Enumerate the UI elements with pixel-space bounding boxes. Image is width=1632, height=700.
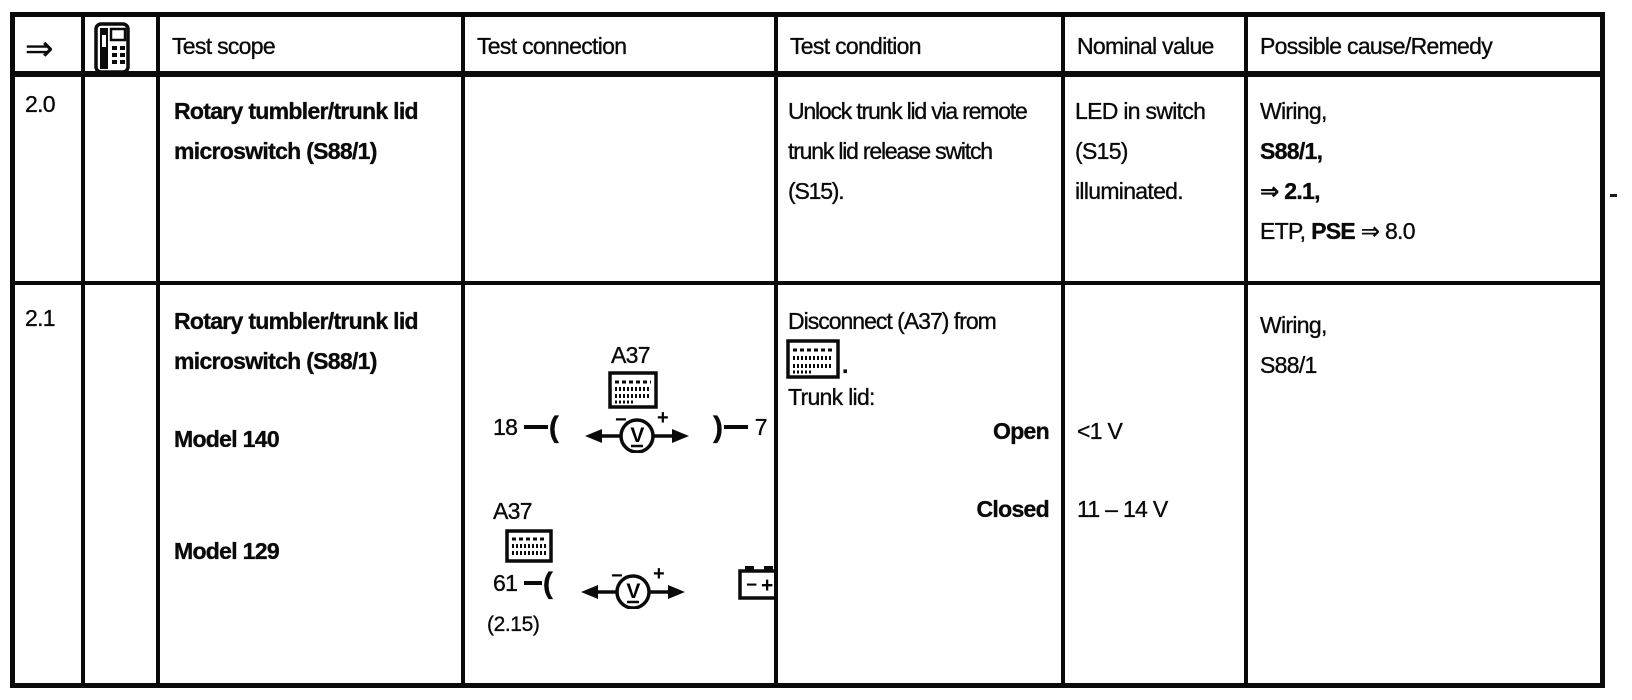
cell-2-0-test-connection	[465, 77, 778, 285]
cell-2-1-possible-cause: Wiring, S88/1	[1248, 285, 1600, 683]
nominal-open-value: <1 V	[1077, 418, 1123, 444]
cell-2-1-test-condition: Disconnect (A37) from . Trunk lid: Open …	[778, 285, 1065, 683]
m140-right-pin: ) 7	[713, 411, 768, 444]
cell-2-0-tester	[85, 77, 160, 285]
header-cell-test-condition: Test condition	[778, 17, 1065, 77]
step-number: 2.1	[25, 305, 56, 331]
cell-2-0-nominal-value: LED in switch (S15) illuminated.	[1065, 77, 1248, 285]
header-label: Test connection	[477, 33, 627, 59]
connector-socket-symbol: (	[542, 567, 553, 600]
connector-socket-symbol: )	[713, 411, 723, 444]
connector-module-icon	[505, 529, 553, 563]
cell-2-1-test-scope: Rotary tumbler/trunk lid microswitch (S8…	[160, 285, 465, 683]
remedy-line: S88/1,	[1260, 138, 1323, 164]
cell-2-0-possible-cause: Wiring, S88/1, ⇒ 2.1, ETP, PSE ⇒ 8.0	[1248, 77, 1600, 285]
header-cell-nominal-value: Nominal value	[1065, 17, 1248, 77]
meter-minus-sign: −	[611, 565, 622, 587]
condition-line: (S15).	[788, 178, 845, 204]
wire-segment	[724, 425, 748, 429]
remedy-pse: PSE	[1311, 218, 1356, 244]
header-cell-test-scope: Test scope	[160, 17, 465, 77]
remedy-line: ⇒ 2.1,	[1260, 178, 1321, 204]
scan-artifact-dash	[1610, 194, 1617, 197]
header-label: Nominal value	[1077, 33, 1215, 59]
voltmeter-icon: − V +	[581, 565, 685, 609]
header-label: Possible cause/Remedy	[1260, 33, 1493, 59]
model-129-label: Model 129	[174, 538, 280, 564]
handheld-tester-icon	[94, 22, 130, 71]
condition-line: trunk lid release switch	[788, 138, 993, 164]
scope-line: Rotary tumbler/trunk lid	[174, 98, 419, 124]
header-cell-possible-cause: Possible cause/Remedy	[1248, 17, 1600, 77]
connector-socket-symbol: (	[548, 411, 559, 444]
condition-line: Disconnect (A37) from	[788, 308, 997, 334]
battery-icon: − +	[738, 566, 774, 600]
cell-2-1-test-connection: A37 18 ( − V +	[465, 285, 778, 683]
battery-plus-sign: +	[761, 574, 773, 597]
wire-segment	[523, 581, 542, 585]
cell-2-0-test-scope: Rotary tumbler/trunk lid microswitch (S8…	[160, 77, 465, 285]
battery-minus-sign: −	[746, 575, 757, 596]
m129-left-pin: 61 (	[493, 567, 553, 600]
step-number: 2.0	[25, 91, 56, 117]
double-arrow-symbol: ⇒	[25, 30, 54, 68]
m140-left-pin: 18 (	[493, 411, 559, 444]
header-label: Test condition	[790, 33, 922, 59]
header-cell-tester	[85, 17, 160, 77]
wire-segment	[523, 425, 548, 429]
cell-2-1-nominal-value: <1 V 11 – 14 V	[1065, 285, 1248, 683]
remedy-line: Wiring,	[1260, 98, 1328, 124]
test-step-reference: (2.15)	[487, 613, 540, 636]
remedy-ref: ⇒ 8.0	[1360, 218, 1416, 244]
cell-2-1-number: 2.1	[15, 285, 85, 683]
state-closed-label: Closed	[976, 496, 1050, 522]
connector-a37-label: A37	[611, 342, 651, 368]
nominal-line: (S15)	[1075, 138, 1129, 164]
pin-number: 61	[493, 570, 518, 596]
header-cell-arrow: ⇒	[15, 17, 85, 77]
scope-line: microswitch (S88/1)	[174, 348, 378, 374]
cell-2-1-tester	[85, 285, 160, 683]
connector-module-icon	[608, 371, 658, 409]
nominal-line: LED in switch	[1075, 98, 1206, 124]
scope-line: Rotary tumbler/trunk lid	[174, 308, 419, 334]
remedy-line: Wiring,	[1260, 312, 1328, 338]
meter-plus-sign: +	[653, 565, 664, 585]
meter-plus-sign: +	[657, 409, 668, 429]
remedy-etp: ETP,	[1260, 218, 1306, 244]
nominal-closed-value: 11 – 14 V	[1077, 496, 1169, 522]
condition-module-wrap: .	[786, 339, 849, 379]
pin-number: 18	[493, 414, 518, 440]
remedy-line: S88/1	[1260, 352, 1318, 378]
condition-line: Unlock trunk lid via remote	[788, 98, 1028, 124]
header-cell-test-connection: Test connection	[465, 17, 778, 77]
remedy-line: ETP, PSE ⇒ 8.0	[1260, 211, 1594, 251]
cell-2-0-test-condition: Unlock trunk lid via remote trunk lid re…	[778, 77, 1065, 285]
diagnostic-test-table: ⇒ Test scope Test connection Test condit…	[10, 12, 1605, 688]
state-open-label: Open	[993, 418, 1050, 444]
sentence-period: .	[842, 352, 849, 378]
meter-letter: V	[626, 580, 640, 603]
cell-2-0-number: 2.0	[15, 77, 85, 285]
condition-line: Trunk lid:	[788, 384, 876, 410]
voltmeter-icon: − V +	[585, 409, 689, 453]
pin-number: 7	[754, 414, 768, 440]
meter-minus-sign: −	[615, 409, 626, 431]
model-140-label: Model 140	[174, 426, 280, 452]
scope-line: microswitch (S88/1)	[174, 138, 378, 164]
connector-a37-label: A37	[493, 498, 533, 524]
connector-module-icon	[786, 339, 840, 379]
meter-letter: V	[630, 424, 644, 447]
header-label: Test scope	[172, 33, 276, 59]
nominal-line: illuminated.	[1075, 178, 1184, 204]
